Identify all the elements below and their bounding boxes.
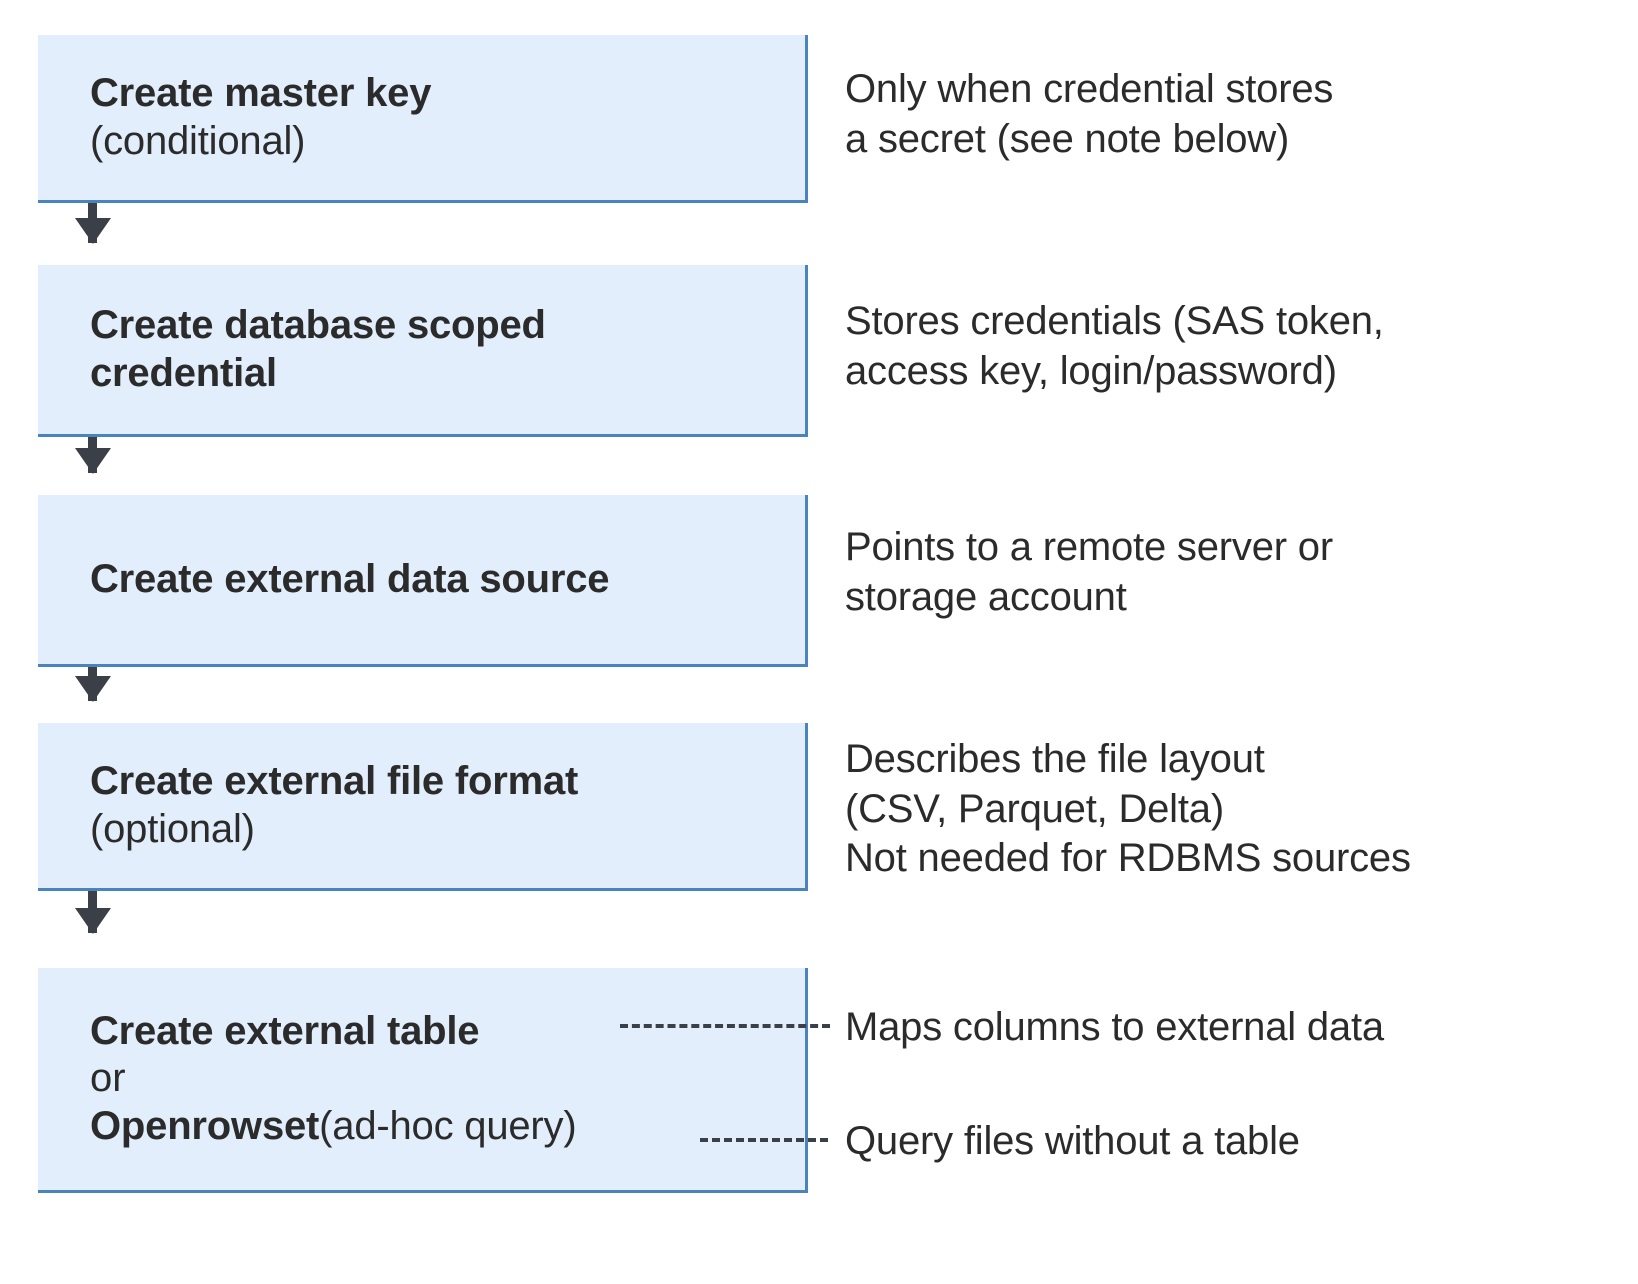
step-box-external-table: Create external table or Openrowset (ad-… [38, 968, 808, 1193]
step-title-data-source: Create external data source [90, 556, 610, 601]
step-title-external-table-row: Create external table [38, 1008, 805, 1055]
step-title-master-key: Create master key [90, 71, 432, 116]
step-title-openrowset: Openrowset [90, 1103, 320, 1148]
arrow-down-icon-2 [88, 437, 97, 473]
step-box-data-source: Create external data source [38, 495, 808, 667]
arrow-down-icon-3 [88, 667, 97, 701]
step-note-external-table: Maps columns to external data [845, 1005, 1384, 1049]
step-note-scoped-credential: Stores credentials (SAS token, access ke… [845, 299, 1384, 393]
step-title-openrowset-row: Openrowset (ad-hoc query) [38, 1103, 805, 1150]
step-note-openrowset: Query files without a table [845, 1119, 1300, 1163]
step-subtitle-master-key: (conditional) [90, 118, 306, 163]
arrow-down-icon-1 [88, 203, 97, 243]
step-note-master-key: Only when credential stores a secret (se… [845, 67, 1334, 161]
step-title-scoped-credential-line2: credential [90, 350, 277, 395]
step-title-external-table: Create external table [90, 1009, 480, 1054]
step-or-label: or [90, 1056, 126, 1101]
arrow-down-icon-4 [88, 891, 97, 933]
step-box-master-key: Create master key (conditional) [38, 35, 808, 203]
step-box-scoped-credential: Create database scoped credential [38, 265, 808, 437]
step-note-file-format: Describes the file layout (CSV, Parquet,… [845, 737, 1411, 881]
step-note-data-source: Points to a remote server or storage acc… [845, 525, 1333, 619]
dashed-connector-openrowset [700, 1138, 828, 1142]
step-subtitle-openrowset: (ad-hoc query) [319, 1103, 577, 1148]
step-title-scoped-credential: Create database scoped [90, 303, 546, 348]
step-subtitle-file-format: (optional) [90, 806, 255, 851]
step-box-file-format: Create external file format (optional) [38, 723, 808, 891]
step-title-file-format: Create external file format [90, 759, 579, 804]
dashed-connector-external-table [620, 1024, 830, 1028]
